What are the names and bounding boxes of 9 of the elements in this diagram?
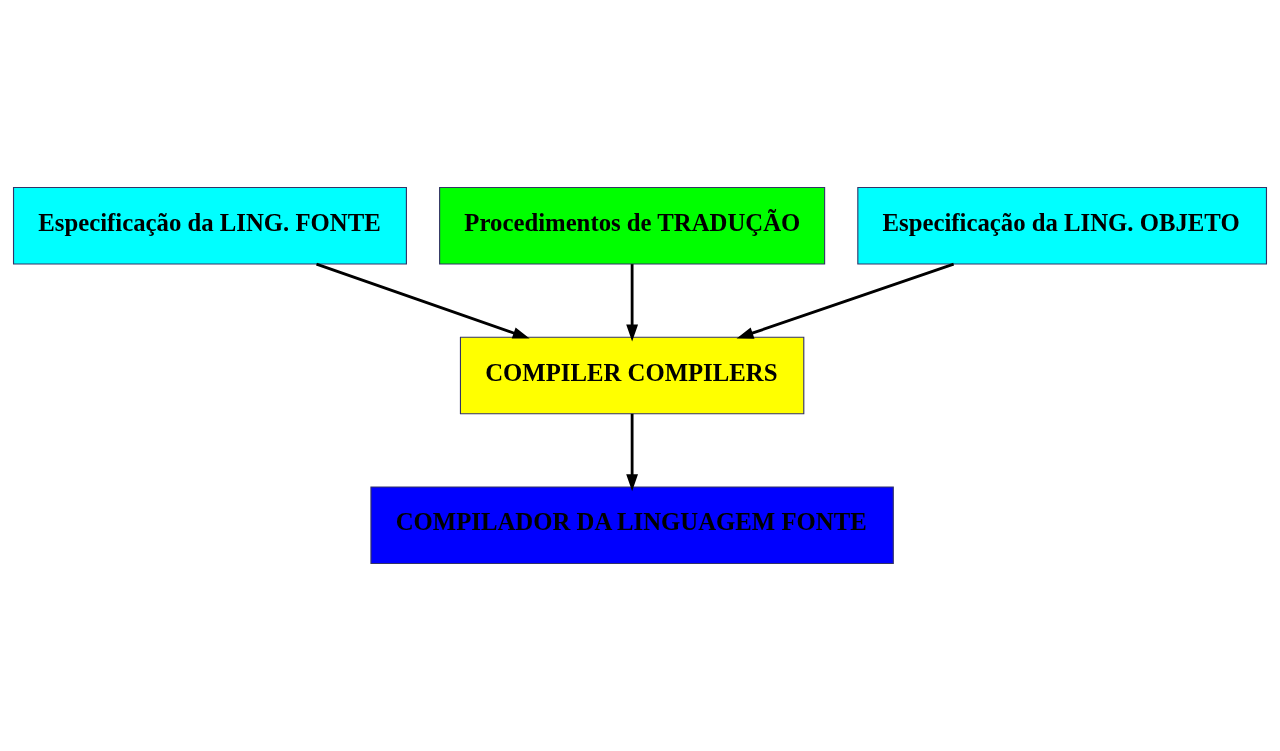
- arrow: [316, 262, 530, 339]
- arrow: [736, 262, 955, 339]
- node-box: COMPILADOR DA LINGUAGEM FONTE: [370, 486, 894, 565]
- arrow: [626, 264, 639, 342]
- node-box: Especificação da LING. FONTE: [12, 186, 407, 265]
- node-box: Procedimentos de TRADUÇÃO: [439, 186, 826, 265]
- node-box: COMPILER COMPILERS: [459, 336, 805, 415]
- node-box: Especificação da LING. OBJETO: [857, 186, 1268, 265]
- arrow: [626, 413, 639, 492]
